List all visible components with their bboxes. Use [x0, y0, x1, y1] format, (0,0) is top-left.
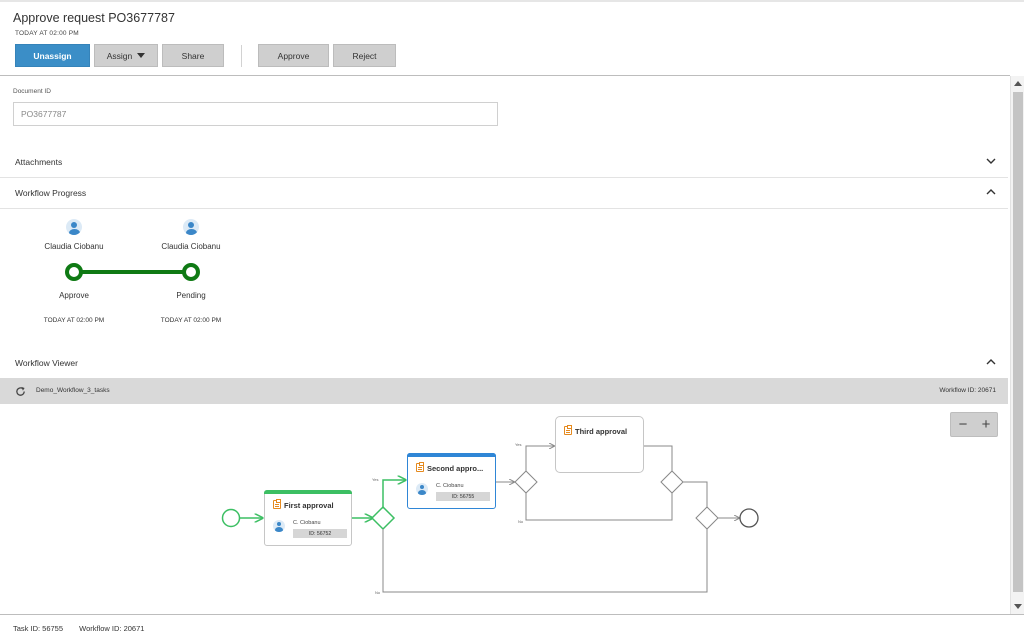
scroll-thumb[interactable]: [1013, 92, 1023, 592]
attachments-title: Attachments: [15, 157, 63, 167]
approve-button[interactable]: Approve: [258, 44, 329, 67]
flow-label-no: No: [518, 519, 524, 524]
clipboard-icon: [273, 498, 281, 509]
progress-step-status: Approve: [59, 291, 89, 300]
button-divider: [241, 45, 242, 67]
header-divider: [0, 75, 1010, 76]
section-divider: [0, 208, 1008, 209]
workflow-progress-section-header[interactable]: Workflow Progress: [0, 179, 1008, 207]
progress-step-user: Claudia Ciobanu: [44, 242, 104, 251]
flow-edge: [382, 480, 405, 507]
task-assignee: C. Ciobanu: [436, 483, 464, 489]
task-id-badge: ID: 56755: [436, 492, 490, 501]
footer-workflow-id: Workflow ID: 20671: [79, 624, 145, 633]
task-first-approval[interactable]: First approval C. Ciobanu ID: 56752: [264, 490, 352, 546]
workflow-diagram-canvas[interactable]: Yes No Yes No First approval C. Ciobanu …: [0, 404, 1008, 614]
flow-edge: [644, 445, 673, 471]
task-label: Second appro...: [427, 464, 484, 473]
footer-divider: [0, 614, 1024, 615]
workflow-name: Demo_Workflow_3_tasks: [36, 387, 110, 394]
chevron-up-icon[interactable]: [986, 357, 996, 367]
scroll-down-arrow-icon[interactable]: [1014, 604, 1022, 609]
progress-step-status: Pending: [176, 291, 206, 300]
gateway-2[interactable]: [514, 470, 538, 494]
flow-edge: [525, 493, 673, 521]
flow-edge: [382, 529, 708, 593]
task-third-approval[interactable]: Third approval: [555, 416, 644, 473]
workflow-id-label: Workflow ID: 20671: [939, 387, 996, 394]
end-event[interactable]: [739, 508, 759, 528]
workflow-viewer-title: Workflow Viewer: [15, 358, 78, 368]
task-id-badge: ID: 56752: [293, 529, 347, 538]
caret-down-icon: [137, 53, 146, 58]
task-second-approval[interactable]: Second appro... C. Ciobanu ID: 56755: [407, 453, 496, 509]
start-event[interactable]: [221, 508, 241, 528]
gateway-3[interactable]: [660, 470, 684, 494]
document-id-value: PO3677787: [21, 109, 67, 119]
task-header: Approve request PO3677787 TODAY AT 02:00…: [0, 2, 1024, 76]
user-avatar-icon: [183, 219, 199, 235]
vertical-scrollbar[interactable]: [1010, 76, 1024, 614]
refresh-icon[interactable]: [15, 386, 26, 397]
share-button-label: Share: [181, 50, 205, 61]
progress-step-user: Claudia Ciobanu: [161, 242, 221, 251]
footer-task-id: Task ID: 56755: [13, 624, 64, 633]
user-avatar-icon: [416, 483, 428, 495]
zoom-controls: − +: [950, 412, 998, 437]
task-status-bar: [264, 490, 352, 494]
gateway-4[interactable]: [695, 506, 719, 530]
unassign-button[interactable]: Unassign: [15, 44, 90, 67]
flow-edge: [683, 481, 708, 507]
reject-button-label: Reject: [352, 50, 377, 61]
unassign-button-label: Unassign: [33, 50, 72, 61]
user-avatar-icon: [273, 520, 285, 532]
task-assignee: C. Ciobanu: [293, 520, 321, 526]
progress-node-completed: [65, 263, 83, 281]
task-label: Third approval: [575, 427, 628, 436]
progress-step-time: TODAY AT 02:00 PM: [43, 317, 105, 324]
progress-connector: [74, 270, 191, 274]
user-avatar-icon: [66, 219, 82, 235]
assign-button[interactable]: Assign: [94, 44, 158, 67]
page-title: Approve request PO3677787: [13, 11, 175, 25]
scroll-up-arrow-icon[interactable]: [1014, 81, 1022, 86]
progress-node-pending: [182, 263, 200, 281]
flow-label-no: No: [375, 590, 381, 595]
approve-button-label: Approve: [277, 50, 310, 61]
workflow-progress-title: Workflow Progress: [15, 188, 87, 198]
clipboard-icon: [564, 424, 572, 435]
document-id-label: Document ID: [13, 88, 51, 95]
reject-button[interactable]: Reject: [333, 44, 396, 67]
workflow-viewer-section-header[interactable]: Workflow Viewer: [0, 349, 1008, 377]
flow-label-yes: Yes: [372, 477, 379, 482]
chevron-down-icon[interactable]: [986, 156, 996, 166]
footer: Task ID: 56755 Workflow ID: 20671: [13, 624, 158, 633]
task-label: First approval: [284, 501, 334, 510]
section-divider: [0, 177, 1008, 178]
document-id-field[interactable]: PO3677787: [13, 102, 498, 126]
workflow-diagram-edges: [221, 404, 759, 593]
top-border: [0, 0, 1024, 2]
progress-step-time: TODAY AT 02:00 PM: [160, 317, 222, 324]
zoom-out-button[interactable]: −: [958, 416, 968, 433]
gateway-1[interactable]: [370, 505, 396, 531]
task-status-bar: [407, 453, 496, 457]
share-button[interactable]: Share: [162, 44, 224, 67]
attachments-section-header[interactable]: Attachments: [0, 148, 1008, 176]
clipboard-icon: [416, 461, 424, 472]
workflow-viewer-toolbar: Demo_Workflow_3_tasks Workflow ID: 20671: [0, 378, 1008, 404]
flow-edge: [525, 446, 554, 471]
chevron-up-icon[interactable]: [986, 187, 996, 197]
zoom-in-button[interactable]: +: [981, 416, 991, 433]
task-timestamp: TODAY AT 02:00 PM: [15, 30, 79, 37]
flow-label-yes: Yes: [515, 442, 522, 447]
assign-button-label: Assign: [106, 50, 133, 61]
